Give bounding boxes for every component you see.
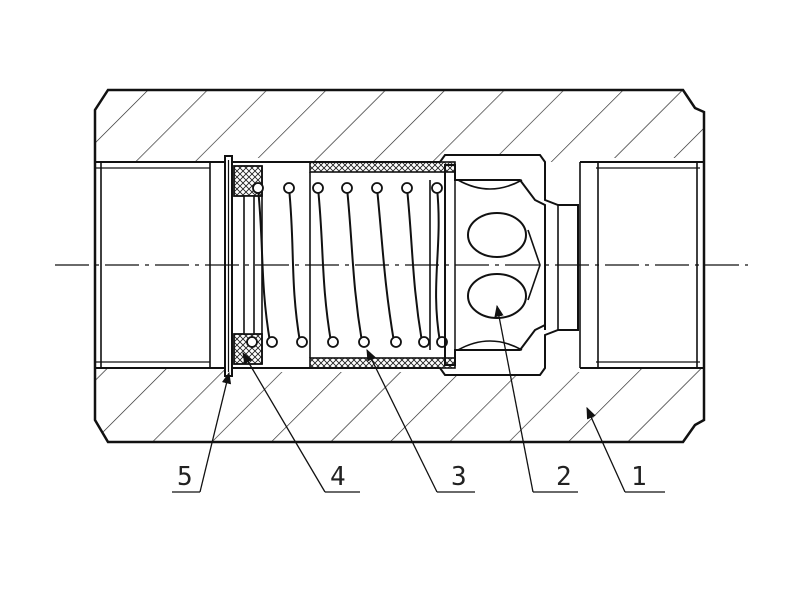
spring-wire-section [312,182,324,194]
callout-3: 3 [366,348,475,493]
spring-wire-section [418,336,430,348]
valve-body [93,88,706,444]
callout-1-label: 1 [631,462,647,492]
spring-wire-section [358,336,370,348]
spring-wire-section [431,182,443,194]
spring-wire-section [283,182,295,194]
spring-wire-section [371,182,383,194]
spring [246,182,448,348]
spring-wire-section [390,336,402,348]
spring-coil [288,187,301,343]
callout-5: 5 [172,371,232,493]
poppet [444,164,546,366]
poppet-hole-lower [467,273,527,319]
callouts: 5 4 3 2 1 [172,304,665,493]
spring-wire-section [327,336,339,348]
callout-1: 1 [586,406,665,493]
callout-2-label: 2 [556,462,572,492]
callout-5-label: 5 [177,462,193,492]
body-top-wall-hatch [95,90,704,162]
spring-coil [346,187,363,343]
callout-2: 2 [494,304,578,493]
spring-wire-section [341,182,353,194]
callout-4-label: 4 [330,462,346,492]
spring-wire-section [401,182,413,194]
body-bottom-wall-hatch [95,368,704,442]
callout-3-label: 3 [451,462,467,492]
callout-4: 4 [242,351,360,493]
spring-wire-section [296,336,308,348]
spring-wire-section [252,182,264,194]
retaining-ring [224,155,233,377]
poppet-hole-upper [467,212,527,258]
spring-wire-section [266,336,278,348]
spring-wire-section [246,336,258,348]
